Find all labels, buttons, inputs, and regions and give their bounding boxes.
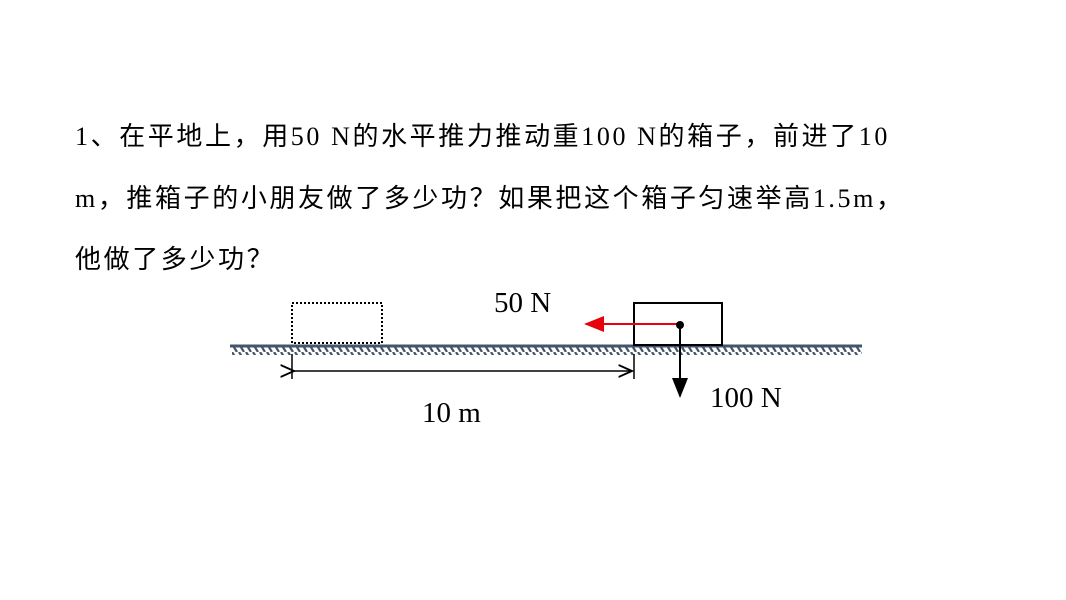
weight-label: 100 N	[710, 382, 782, 414]
center-of-mass-dot	[676, 321, 684, 329]
question-line-1: 1、在平地上，用50 N的水平推力推动重100 N的箱子，前进了10	[75, 122, 890, 151]
question-line-2: m，推箱子的小朋友做了多少功？如果把这个箱子匀速举高1.5m，	[75, 184, 905, 213]
distance-label: 10 m	[422, 397, 481, 429]
ground-hatch	[232, 347, 862, 355]
push-force-label: 50 N	[494, 287, 552, 319]
question-line-3: 他做了多少功？	[75, 245, 276, 274]
initial-box-position	[291, 302, 383, 344]
